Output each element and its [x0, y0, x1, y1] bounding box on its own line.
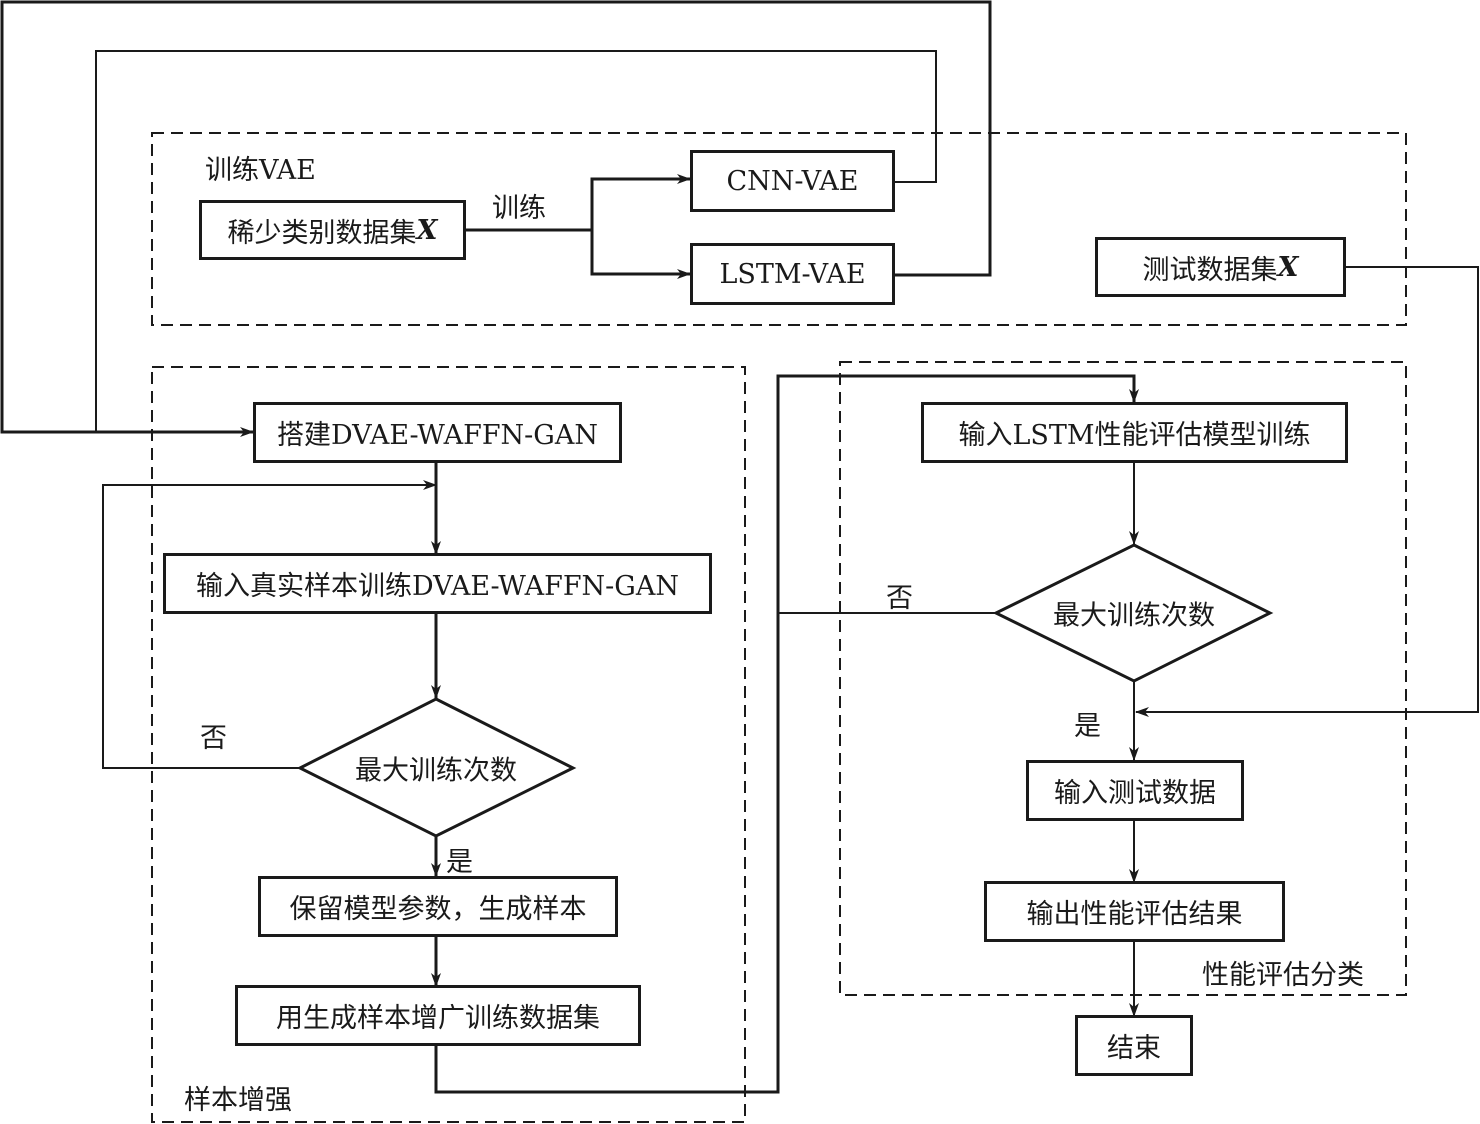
node-test-dataset-var: X [1277, 251, 1299, 283]
group-label-sample-augment: 样本增强 [184, 1085, 292, 1116]
node-output-result-text: 输出性能评估结果 [1026, 899, 1243, 930]
edge-decision-no-loop [102, 480, 437, 769]
edge-label-yes-right: 是 [1074, 711, 1101, 742]
node-train-gan-text: 输入真实样本训练DVAE-WAFFN-GAN [195, 571, 679, 602]
edge-lstm-vae-to-build [0, 0, 992, 437]
node-rare-dataset-var: X [416, 214, 438, 246]
node-output-result[interactable]: 输出性能评估结果 [984, 881, 1285, 942]
node-decision-gan-text: 最大训练次数 [355, 755, 517, 787]
edge-augment-to-lstm-train [434, 374, 1139, 1094]
node-cnn-vae[interactable]: CNN-VAE [690, 150, 895, 212]
node-augment-data[interactable]: 用生成样本增广训练数据集 [235, 985, 641, 1046]
node-input-test-text: 输入测试数据 [1054, 778, 1216, 809]
edge-cnn-vae-to-build [95, 50, 937, 432]
group-frame-train-vae [151, 132, 1407, 326]
node-test-dataset-text: 测试数据集 [1142, 254, 1278, 286]
edge-test-dataset-to-input [1135, 266, 1479, 717]
node-build-gan[interactable]: 搭建DVAE-WAFFN-GAN [253, 402, 622, 463]
node-end-text: 结束 [1107, 1033, 1161, 1064]
edge-label-no-right: 否 [886, 583, 913, 614]
node-train-lstm[interactable]: 输入LSTM性能评估模型训练 [921, 402, 1348, 463]
group-frame-performance-eval [839, 361, 1407, 996]
node-keep-params-text: 保留模型参数，生成样本 [289, 894, 587, 925]
node-rare-dataset-text: 稀少类别数据集 [227, 217, 417, 249]
node-train-lstm-text: 输入LSTM性能评估模型训练 [958, 420, 1311, 451]
edge-split-to-cnn-vae [590, 174, 691, 230]
edge-label-no-left: 否 [200, 723, 227, 754]
node-end[interactable]: 结束 [1075, 1015, 1193, 1076]
node-lstm-vae[interactable]: LSTM-VAE [690, 243, 895, 305]
node-augment-data-text: 用生成样本增广训练数据集 [276, 1003, 600, 1034]
node-decision-lstm-text: 最大训练次数 [1053, 600, 1215, 632]
edge-split-to-lstm-vae [590, 230, 691, 279]
group-frame-sample-augment [151, 366, 746, 1123]
group-label-performance-eval: 性能评估分类 [1202, 960, 1364, 991]
node-input-test[interactable]: 输入测试数据 [1026, 760, 1244, 821]
node-build-gan-text: 搭建DVAE-WAFFN-GAN [276, 420, 598, 451]
node-lstm-vae-text: LSTM-VAE [719, 258, 866, 290]
node-train-gan[interactable]: 输入真实样本训练DVAE-WAFFN-GAN [163, 553, 712, 614]
group-label-train-vae: 训练VAE [205, 155, 316, 186]
edge-label-yes-left: 是 [446, 847, 473, 878]
node-keep-params[interactable]: 保留模型参数，生成样本 [258, 876, 618, 937]
node-cnn-vae-text: CNN-VAE [726, 165, 859, 197]
edge-label-train: 训练 [492, 193, 546, 224]
